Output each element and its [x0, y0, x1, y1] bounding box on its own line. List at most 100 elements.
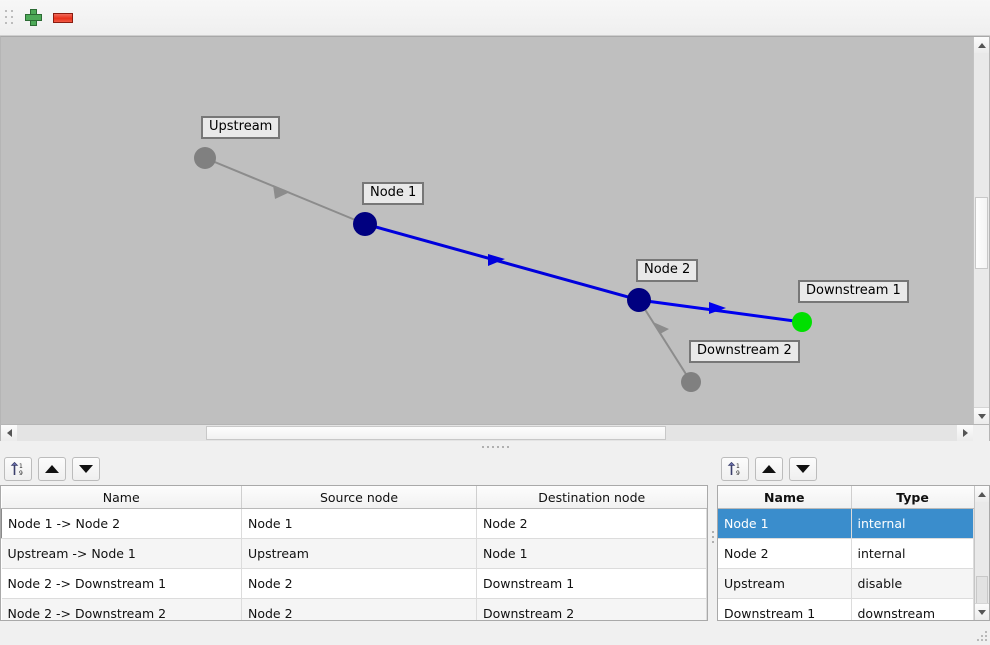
splitter-grip — [711, 530, 714, 543]
connections-panel: 1 9 Name — [0, 452, 708, 621]
cell-type[interactable]: internal — [851, 538, 974, 569]
svg-text:9: 9 — [19, 470, 23, 477]
triangle-left-icon — [6, 429, 12, 437]
svg-text:9: 9 — [736, 470, 740, 477]
cell-source[interactable]: Node 2 — [241, 598, 477, 620]
table-row[interactable]: Node 1 internal — [718, 508, 974, 539]
canvas-vscroll-thumb[interactable] — [975, 197, 988, 269]
nodes-toolbar: 1 9 — [717, 452, 990, 485]
cell-destination[interactable]: Node 2 — [476, 508, 707, 539]
nodes-table-scrollbar[interactable] — [974, 486, 989, 620]
arrow-up-icon — [762, 464, 776, 473]
edge-node2-downstream2 — [638, 299, 692, 383]
cell-name[interactable]: Downstream 1 — [718, 598, 852, 620]
graph-node-upstream[interactable] — [194, 147, 216, 169]
plus-icon — [24, 9, 42, 26]
table-row[interactable]: Upstream disable — [718, 568, 974, 599]
scroll-left-button[interactable] — [1, 425, 17, 441]
table-row[interactable]: Downstream 1 downstream — [718, 598, 974, 620]
resize-grip[interactable] — [976, 631, 988, 643]
svg-text:1: 1 — [19, 463, 23, 470]
remove-button[interactable] — [48, 4, 78, 32]
nodes-table[interactable]: Name Type Node 1 internal Node 2 i — [717, 485, 990, 621]
move-down-button[interactable] — [789, 456, 817, 481]
arrow-down-icon — [796, 464, 810, 473]
move-down-button[interactable] — [72, 456, 100, 481]
edge-node1-node2 — [364, 222, 640, 302]
graph-canvas[interactable]: Upstream Node 1 Node 2 Downstream 1 Down… — [0, 36, 990, 425]
cell-name[interactable]: Node 2 -> Downstream 2 — [1, 598, 242, 620]
canvas-horizontal-scrollbar[interactable] — [0, 425, 990, 441]
add-button[interactable] — [18, 4, 48, 32]
cell-destination[interactable]: Node 1 — [476, 538, 707, 569]
cell-type[interactable]: internal — [851, 508, 974, 539]
graph-label-downstream1[interactable]: Downstream 1 — [798, 280, 909, 303]
graph-label-node1[interactable]: Node 1 — [362, 182, 425, 205]
scroll-up-button[interactable] — [975, 486, 989, 503]
triangle-down-icon — [978, 413, 986, 419]
canvas-hscroll-thumb[interactable] — [206, 426, 666, 440]
move-up-button[interactable] — [755, 456, 783, 481]
table-header-row: Name Type — [718, 486, 974, 509]
cell-source[interactable]: Upstream — [241, 538, 477, 569]
scrollbar-corner — [973, 425, 989, 441]
graph-node-downstream2[interactable] — [681, 372, 701, 392]
cell-destination[interactable]: Downstream 2 — [476, 598, 707, 620]
sort-button[interactable]: 1 9 — [4, 456, 32, 481]
column-header-name[interactable]: Name — [718, 486, 852, 509]
sort-button[interactable]: 1 9 — [721, 456, 749, 481]
scroll-down-button[interactable] — [975, 603, 989, 620]
cell-name[interactable]: Node 2 — [718, 538, 852, 569]
table-row[interactable]: Node 2 -> Downstream 1 Node 2 Downstream… — [1, 568, 707, 599]
canvas-vertical-scrollbar[interactable] — [973, 37, 989, 424]
cell-name[interactable]: Upstream — [718, 568, 852, 599]
cell-type[interactable]: downstream — [851, 598, 974, 620]
table-row[interactable]: Node 1 -> Node 2 Node 1 Node 2 — [1, 508, 707, 539]
nodes-vscroll-thumb[interactable] — [976, 576, 988, 606]
splitter-grip — [481, 445, 509, 448]
column-header-source[interactable]: Source node — [241, 486, 477, 509]
cell-destination[interactable]: Downstream 1 — [476, 568, 707, 599]
cell-name[interactable]: Node 1 — [718, 508, 852, 539]
nodes-table-scroll: Name Type Node 1 internal Node 2 i — [718, 486, 974, 620]
canvas-vscroll-track[interactable] — [974, 53, 989, 408]
table-row[interactable]: Node 2 internal — [718, 538, 974, 569]
graph-node-node2[interactable] — [627, 288, 651, 312]
scroll-up-button[interactable] — [974, 37, 989, 54]
table-row[interactable]: Node 2 -> Downstream 2 Node 2 Downstream… — [1, 598, 707, 620]
column-header-type[interactable]: Type — [851, 486, 974, 509]
edge-arrowhead — [488, 254, 505, 266]
nodes-vscroll-track[interactable] — [975, 502, 989, 606]
cell-name[interactable]: Upstream -> Node 1 — [1, 538, 242, 569]
triangle-down-icon — [978, 609, 986, 615]
cell-name[interactable]: Node 1 -> Node 2 — [1, 508, 242, 539]
vertical-splitter[interactable] — [708, 452, 717, 621]
graph-label-downstream2[interactable]: Downstream 2 — [689, 340, 800, 363]
cell-source[interactable]: Node 2 — [241, 568, 477, 599]
graph-node-downstream1[interactable] — [792, 312, 812, 332]
column-header-destination[interactable]: Destination node — [476, 486, 707, 509]
edge-arrowhead — [709, 302, 726, 314]
triangle-right-icon — [962, 429, 968, 437]
connections-table[interactable]: Name Source node Destination node Node 1… — [0, 485, 708, 621]
svg-text:1: 1 — [736, 463, 740, 470]
graph-node-node1[interactable] — [353, 212, 377, 236]
table-row[interactable]: Upstream -> Node 1 Upstream Node 1 — [1, 538, 707, 569]
graph-label-upstream[interactable]: Upstream — [201, 116, 281, 139]
edge-node2-downstream1 — [638, 298, 803, 324]
scroll-right-button[interactable] — [957, 425, 973, 441]
cell-type[interactable]: disable — [851, 568, 974, 599]
scroll-down-button[interactable] — [974, 407, 989, 424]
move-up-button[interactable] — [38, 456, 66, 481]
bottom-panels: 1 9 Name — [0, 452, 990, 621]
graph-edges — [194, 147, 812, 392]
graph-label-node2[interactable]: Node 2 — [636, 259, 699, 282]
horizontal-splitter[interactable] — [0, 441, 990, 452]
canvas-hscroll-track[interactable] — [17, 425, 957, 441]
edge-arrowhead — [653, 322, 669, 334]
cell-source[interactable]: Node 1 — [241, 508, 477, 539]
toolbar-drag-handle[interactable] — [4, 7, 14, 29]
column-header-name[interactable]: Name — [1, 486, 242, 509]
cell-name[interactable]: Node 2 -> Downstream 1 — [1, 568, 242, 599]
